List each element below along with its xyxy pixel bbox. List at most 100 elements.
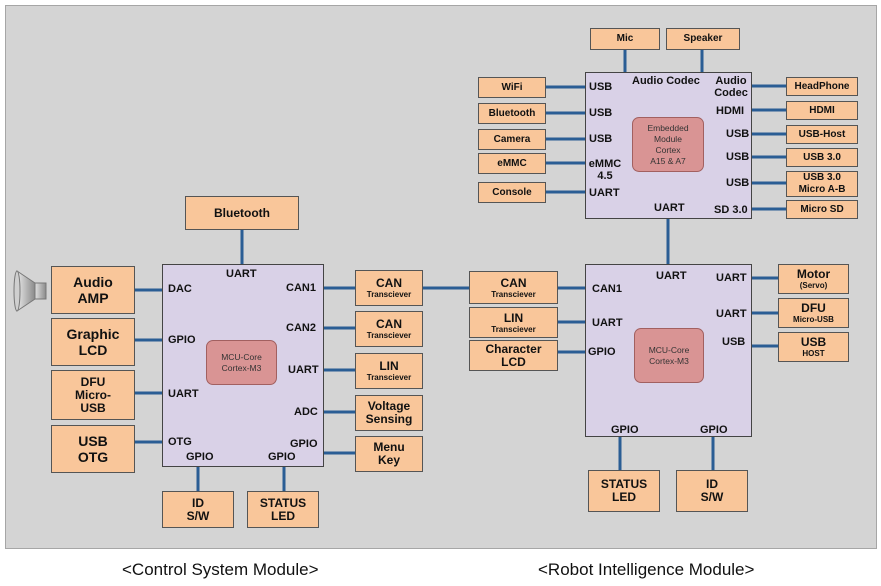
label: LIN [503, 310, 524, 325]
control-mcu-core: MCU-Core Cortex-M3 [206, 340, 277, 385]
sublabel: HOST [802, 349, 825, 358]
label: eMMC [497, 157, 527, 169]
port-uart-left: UART [168, 388, 199, 400]
label: LIN [379, 359, 399, 373]
label: Key [377, 453, 400, 467]
label: WiFi [501, 81, 523, 93]
sublabel: Transciever [366, 290, 412, 299]
id-sw-box: ID S/W [162, 491, 234, 528]
console-box: Console [478, 182, 546, 203]
label: Speaker [683, 33, 723, 44]
label: Micro SD [800, 203, 844, 215]
label: S/W [186, 508, 210, 523]
core-line: MCU-Core [221, 351, 262, 362]
label: DFU [801, 301, 826, 315]
sublabel: Transciever [366, 373, 412, 382]
core-line: Module [654, 133, 682, 144]
label: Audio [715, 75, 747, 87]
label: USB 3.0 [803, 172, 841, 183]
label: USB [78, 433, 108, 449]
port-uart-top: UART [656, 270, 687, 282]
label: USB 3.0 [803, 151, 841, 163]
port-dac: DAC [168, 283, 192, 295]
label: Bluetooth [214, 205, 270, 220]
port-otg: OTG [168, 436, 192, 448]
port-gpio-right: GPIO [290, 438, 318, 450]
dfu-box: DFU Micro- USB [51, 370, 135, 420]
port-left-uart: UART [589, 187, 620, 199]
port-left-usb-2: USB [589, 107, 613, 119]
label: USB-Host [798, 128, 846, 140]
port-emmc: eMMC 4.5 [587, 158, 623, 182]
headphone-box: HeadPhone [786, 77, 858, 96]
label: Bluetooth [488, 107, 536, 119]
sublabel: Micro-USB [793, 315, 834, 324]
core-line: Cortex [655, 144, 681, 155]
lin-transceiver-box: LIN Transciever [355, 353, 423, 389]
label: eMMC [588, 158, 622, 170]
label: USB [80, 400, 106, 415]
port-can2: CAN2 [286, 322, 316, 334]
port-usb-2: USB [726, 151, 750, 163]
label: LED [612, 490, 636, 504]
port-uart-right-2: UART [716, 308, 747, 320]
speaker-box: Speaker [666, 28, 740, 50]
label: AMP [77, 290, 109, 306]
port-uart-right-1: UART [716, 272, 747, 284]
menu-key-box: Menu Key [355, 436, 423, 472]
bluetooth2-box: Bluetooth [478, 103, 546, 124]
sublabel: Transciever [366, 331, 412, 340]
port-usb-1: USB [726, 128, 750, 140]
core-line: MCU-Core [648, 344, 690, 355]
port-audio-codec-top: Audio Codec [632, 75, 700, 87]
port-left-usb-3: USB [589, 133, 613, 145]
label: Audio [73, 274, 113, 290]
label: CAN [376, 317, 402, 331]
port-gpio-bottom-left: GPIO [611, 424, 639, 436]
label: S/W [700, 490, 724, 504]
label: OTG [77, 449, 109, 465]
graphic-lcd-box: Graphic LCD [51, 318, 135, 366]
port-usb-3: USB [726, 177, 750, 189]
status-led-box: STATUS LED [247, 491, 319, 528]
port-sd: SD 3.0 [714, 204, 748, 216]
usb-host-box: USB-Host [786, 125, 858, 144]
label: Camera [493, 133, 531, 145]
can1-transceiver-box: CAN Transciever [355, 270, 423, 306]
sublabel: Transciever [491, 324, 536, 334]
port-gpio: GPIO [168, 334, 196, 346]
camera-box: Camera [478, 129, 546, 150]
port-usb: USB [722, 336, 746, 348]
usb-host-box: USB HOST [778, 332, 849, 362]
can2-transceiver-box: CAN Transciever [355, 311, 423, 347]
label: 4.5 [597, 170, 613, 182]
port-can1: CAN1 [286, 282, 316, 294]
wifi-box: WiFi [478, 77, 546, 98]
label: Voltage [367, 399, 411, 413]
label: LCD [501, 354, 526, 369]
port-uart-bottom: UART [654, 202, 685, 214]
label: Micro- [75, 387, 111, 402]
caption-robot-intelligence: <Robot Intelligence Module> [538, 560, 755, 579]
port-audio-codec-right: Audio Codec [712, 75, 750, 99]
label: Motor [796, 267, 831, 281]
label: Mic [616, 33, 634, 44]
label: CAN [500, 275, 527, 290]
label: CAN [376, 276, 402, 290]
port-uart-top: UART [226, 268, 257, 280]
port-can1: CAN1 [592, 283, 622, 295]
port-gpio-bottom-left: GPIO [186, 451, 214, 463]
lin-transceiver-box: LIN Transciever [469, 307, 558, 338]
label: Character [485, 341, 542, 356]
label: STATUS [259, 495, 307, 510]
micro-sd-box: Micro SD [786, 200, 858, 219]
sublabel: Transciever [491, 289, 536, 299]
usb3-micro-box: USB 3.0 Micro A-B [786, 171, 858, 197]
label: USB [800, 335, 827, 349]
id-sw-box: ID S/W [676, 470, 748, 512]
caption-control-system: <Control System Module> [122, 560, 319, 579]
voltage-sensing-box: Voltage Sensing [355, 395, 423, 431]
core-line: A15 & A7 [650, 155, 686, 166]
